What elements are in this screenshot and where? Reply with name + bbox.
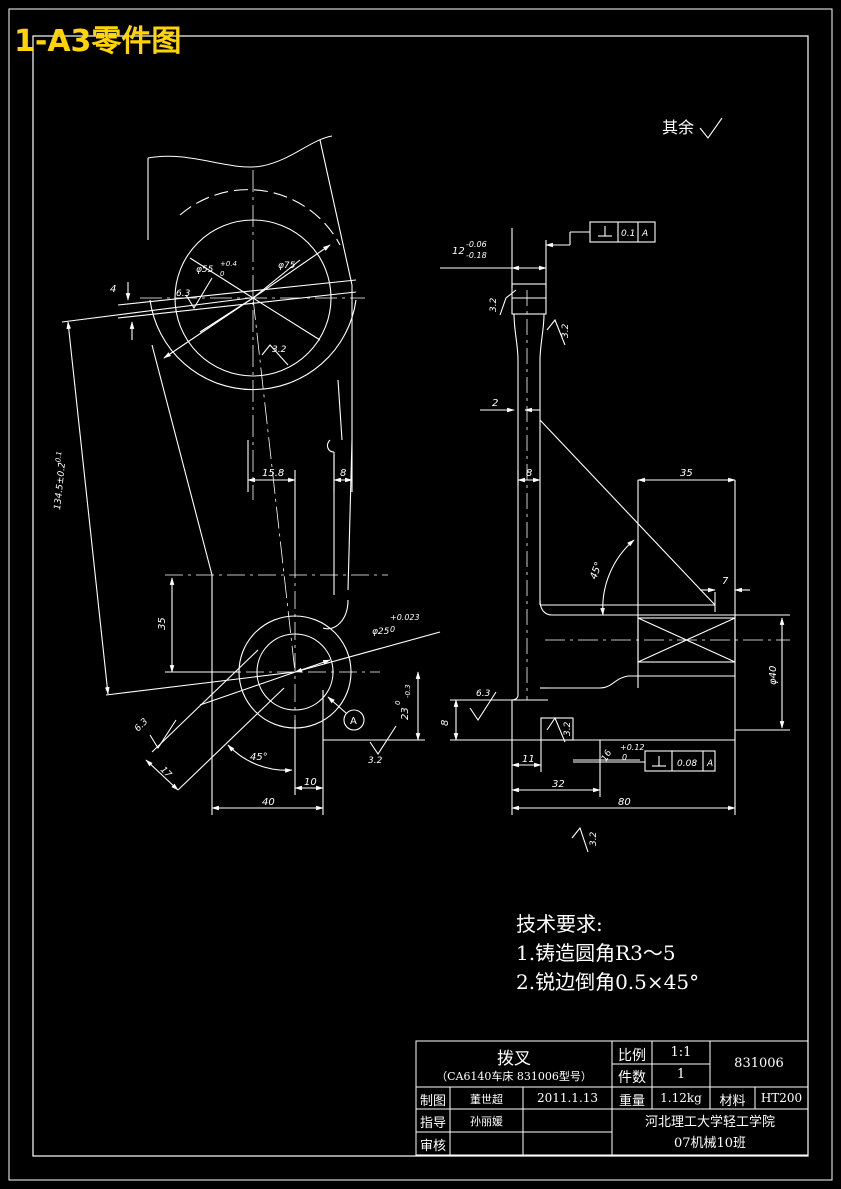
dim-phi25-lower: 0 (390, 625, 395, 634)
dim-phi75: φ75 (278, 261, 296, 271)
dim-40: 40 (262, 797, 275, 808)
dim-2: 2 (492, 398, 498, 409)
datum-a-1: A (641, 229, 648, 239)
school-name: 河北理工大学轻工学院 (644, 1115, 775, 1130)
dim-8-b: 8 (526, 468, 532, 479)
dim-phi55-upper: +0.4 (220, 260, 237, 268)
roughness-63-a: 6.3 (176, 289, 191, 299)
dim-16: 16 (600, 748, 615, 763)
dim-8-c: 8 (440, 720, 451, 726)
guide-by: 孙丽媛 (470, 1115, 503, 1128)
dim-16-upper: +0.12 (620, 743, 645, 752)
weight-label: 重量 (618, 1094, 645, 1109)
dim-23-lower: -0.3 (404, 684, 412, 698)
dim-8-a: 8 (340, 468, 346, 479)
tol-perp-2: 0.08 (677, 759, 697, 769)
front-view (61, 135, 441, 815)
roughness-32-e: 3.2 (563, 721, 573, 736)
check-label: 审核 (419, 1139, 446, 1154)
guide-label: 指导 (419, 1116, 446, 1131)
dim-7: 7 (722, 576, 729, 587)
qty-label: 件数 (618, 1070, 646, 1086)
roughness-63-c: 6.3 (476, 689, 491, 699)
dim-16-lower: 0 (622, 753, 627, 762)
roughness-32-b: 3.2 (368, 756, 383, 766)
scale-value: 1:1 (670, 1045, 692, 1060)
dim-1345-upper: -0.1 (54, 451, 63, 465)
drawing-date: 2011.1.13 (536, 1091, 599, 1105)
part-name: 拨叉 (497, 1049, 531, 1069)
qty-value: 1 (676, 1067, 686, 1082)
dim-23: 23 (400, 707, 411, 720)
material-value: HT200 (760, 1091, 803, 1105)
dim-12: 12 (452, 246, 465, 257)
dim-10: 10 (304, 777, 317, 788)
dim-phi40: φ40 (768, 666, 779, 685)
dim-35-b: 35 (680, 468, 693, 479)
tech-req-item-2: 2.锐边倒角0.5×45° (516, 970, 700, 994)
dim-158: 15.8 (262, 468, 284, 479)
class-name: 07机械10班 (673, 1136, 747, 1151)
datum-a-2: A (706, 759, 713, 769)
dim-12-upper: -0.06 (466, 240, 487, 249)
dim-35-a: 35 (157, 617, 168, 630)
dim-phi55: φ55 (196, 265, 214, 275)
dim-1345: 134.5±0.2 (53, 462, 68, 511)
roughness-note: 其余 (662, 118, 694, 137)
dim-17: 17 (158, 765, 173, 780)
dim-80: 80 (618, 797, 631, 808)
angle-45-a: 45° (250, 752, 268, 763)
dim-phi25: φ25 (372, 627, 390, 637)
dim-11: 11 (522, 754, 535, 765)
technical-requirements: 技术要求: 1.铸造圆角R3～5 2.锐边倒角0.5×45° (516, 910, 699, 997)
roughness-32-f: 3.2 (589, 831, 599, 846)
dim-32: 32 (552, 779, 565, 790)
weight-value: 1.12kg (660, 1091, 702, 1105)
tech-req-title: 技术要求: (516, 912, 603, 936)
title-block-grid (415, 1040, 809, 1156)
circle-a-label: A (350, 716, 357, 727)
dim-phi25-upper: +0.023 (390, 613, 420, 622)
inner-border (32, 35, 809, 1157)
dim-phi55-lower: 0 (220, 270, 225, 278)
scale-label: 比例 (618, 1048, 646, 1064)
side-view (440, 117, 790, 853)
roughness-32-a: 3.2 (272, 345, 287, 355)
dim-12-lower: -0.18 (466, 251, 487, 260)
dim-4: 4 (110, 284, 116, 295)
part-description: （CA6140车床 831006型号） (436, 1070, 592, 1083)
drawn-by: 董世超 (470, 1093, 503, 1106)
tech-req-item-1: 1.铸造圆角R3～5 (516, 941, 676, 965)
drawing-number: 831006 (734, 1056, 784, 1071)
roughness-32-d: 3.2 (561, 323, 571, 338)
dim-23-upper: 0 (394, 700, 402, 705)
angle-45-b: 45° (588, 561, 604, 581)
material-label: 材料 (719, 1094, 746, 1109)
sheet-title: 1-A3零件图 (14, 24, 182, 59)
roughness-63-b: 6.3 (133, 717, 150, 734)
tol-perp-1: 0.1 (621, 229, 635, 239)
outer-border (8, 8, 833, 1181)
drawn-label: 制图 (419, 1094, 446, 1109)
roughness-32-c: 3.2 (489, 297, 499, 312)
